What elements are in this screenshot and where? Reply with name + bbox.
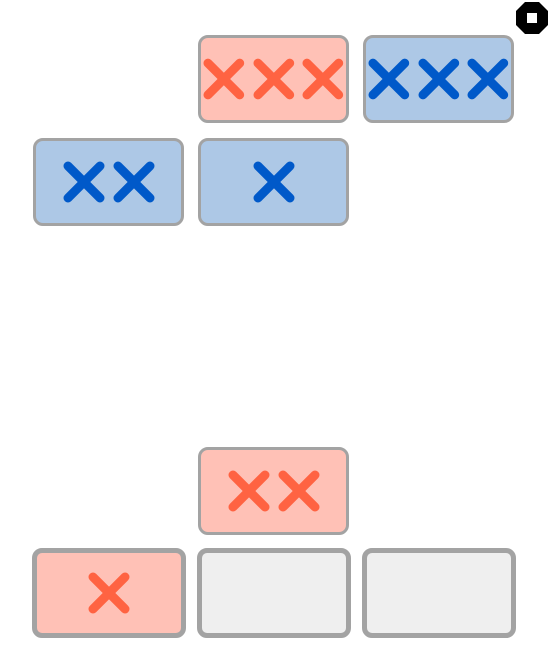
stop-icon[interactable] bbox=[514, 0, 550, 36]
x-mark-icon bbox=[63, 161, 104, 203]
tile-bottom-3[interactable] bbox=[197, 548, 351, 638]
x-mark-icon bbox=[467, 58, 509, 100]
x-mark-icon bbox=[278, 470, 319, 512]
tile-top-4[interactable] bbox=[198, 138, 349, 226]
tile-top-1[interactable] bbox=[198, 35, 349, 123]
x-mark-icon bbox=[368, 58, 410, 100]
x-mark-icon bbox=[113, 161, 154, 203]
x-mark-icon bbox=[418, 58, 459, 100]
x-mark-icon bbox=[228, 470, 269, 512]
tile-top-2[interactable] bbox=[363, 35, 514, 123]
tile-bottom-1[interactable] bbox=[198, 447, 349, 535]
tile-bottom-2[interactable] bbox=[32, 548, 186, 638]
tile-top-3[interactable] bbox=[33, 138, 184, 226]
x-mark-icon bbox=[88, 572, 130, 614]
x-mark-icon bbox=[203, 58, 245, 100]
x-mark-icon bbox=[302, 58, 344, 100]
x-mark-icon bbox=[253, 58, 294, 100]
x-mark-icon bbox=[253, 161, 294, 203]
tile-bottom-4[interactable] bbox=[362, 548, 516, 638]
